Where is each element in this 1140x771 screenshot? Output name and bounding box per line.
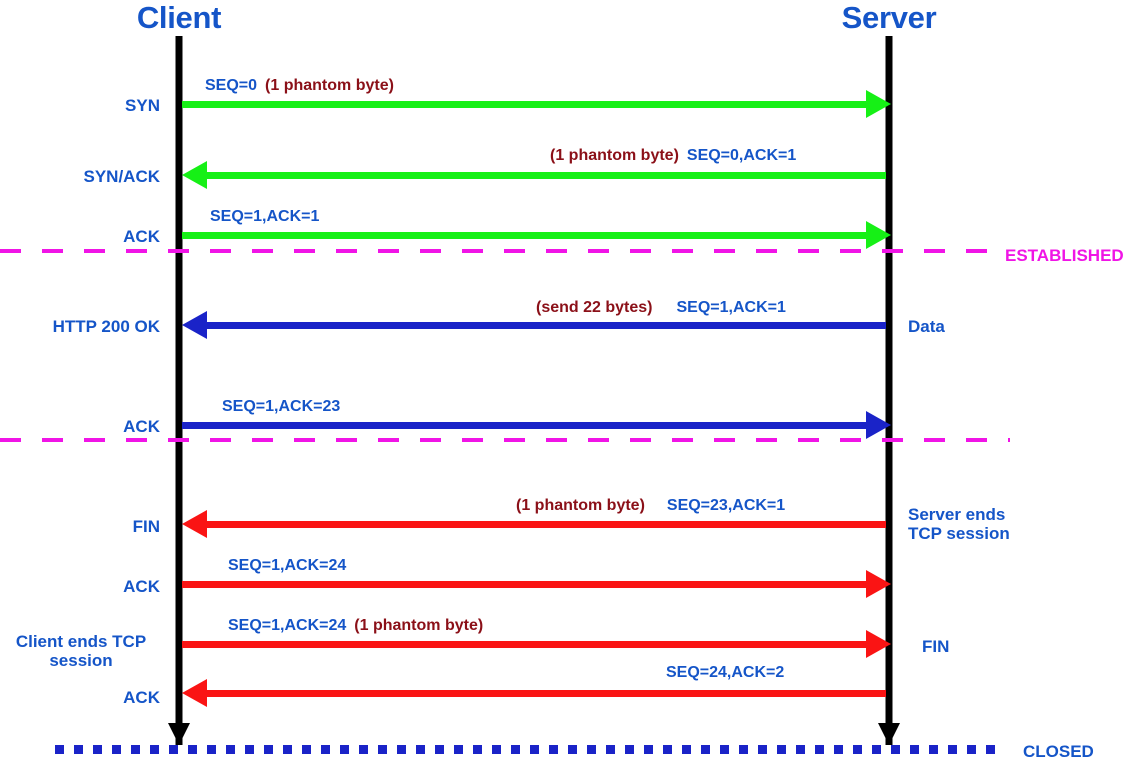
- client-title: Client: [136, 0, 222, 35]
- message-line-fin-client: [182, 641, 868, 648]
- message-right-label-server-ends-tcp-session: Server ends TCP session: [908, 505, 1058, 543]
- phantom-text-http-200-ok: (send 22 bytes): [536, 299, 653, 316]
- server-ends-session-text: Server ends TCP session: [908, 505, 1010, 543]
- message-right-label-fin: FIN: [922, 637, 950, 656]
- state-label-established: ESTABLISHED: [1005, 246, 1124, 265]
- seq-text-ack-data: SEQ=1,ACK=23: [222, 398, 341, 415]
- arrow-head-http-200-ok-icon: [182, 311, 207, 339]
- seq-text-syn: SEQ=0: [205, 77, 258, 94]
- phantom-text-fin-server: (1 phantom byte): [516, 497, 645, 514]
- message-label-fin-server: FIN: [132, 517, 160, 536]
- message-label-ack-data: ACK: [123, 417, 160, 436]
- message-label-ack-fin-server: ACK: [123, 577, 160, 596]
- message-line-http-200-ok: [200, 322, 886, 329]
- seq-text-syn-ack: SEQ=0,ACK=1: [686, 147, 797, 164]
- message-line-ack-fin-client: [200, 690, 886, 697]
- client-lifeline-arrowhead-icon: [168, 723, 190, 745]
- message-line-syn-ack: [200, 172, 886, 179]
- state-separator-closed: [55, 745, 1005, 754]
- seq-text-ack-fin-client: SEQ=24,ACK=2: [666, 664, 785, 681]
- message-annotation-http-200-ok: (send 22 bytes) SEQ=1,ACK=1: [536, 299, 786, 317]
- phantom-text-fin-client: (1 phantom byte): [354, 617, 484, 634]
- arrow-head-fin-server-icon: [182, 510, 207, 538]
- message-label-ack-fin-client: ACK: [123, 688, 160, 707]
- message-line-syn: [182, 101, 868, 108]
- message-label-ack-handshake: ACK: [123, 227, 160, 246]
- message-label-http-200-ok: HTTP 200 OK: [52, 317, 160, 336]
- server-title: Server: [841, 0, 937, 35]
- arrow-head-ack-fin-server-icon: [866, 570, 891, 598]
- seq-text-ack-handshake: SEQ=1,ACK=1: [210, 208, 320, 225]
- message-right-label-data: Data: [908, 317, 945, 336]
- seq-text-fin-client: SEQ=1,ACK=24: [228, 617, 347, 634]
- message-annotation-fin-server: (1 phantom byte) SEQ=23,ACK=1: [516, 497, 785, 515]
- phantom-text-syn: (1 phantom byte): [265, 77, 394, 94]
- message-annotation-syn-ack: (1 phantom byte) SEQ=0,ACK=1: [550, 147, 796, 165]
- seq-text-fin-server: SEQ=23,ACK=1: [666, 497, 786, 514]
- arrow-head-ack-data-icon: [866, 411, 891, 439]
- message-label-syn-ack: SYN/ACK: [83, 167, 160, 186]
- arrow-head-syn-icon: [866, 90, 891, 118]
- client-lifeline: [175, 36, 183, 745]
- arrow-head-syn-ack-icon: [182, 161, 207, 189]
- server-lifeline: [885, 36, 893, 745]
- message-line-fin-server: [200, 521, 886, 528]
- server-lifeline-arrowhead-icon: [878, 723, 900, 745]
- state-label-closed: CLOSED: [1023, 742, 1094, 761]
- message-label-client-ends-tcp-session: Client ends TCP session: [15, 632, 147, 670]
- state-separator-teardown-start: [0, 438, 1010, 442]
- phantom-text-syn-ack: (1 phantom byte): [550, 147, 679, 164]
- message-line-ack-data: [182, 422, 868, 429]
- message-annotation-ack-data: SEQ=1,ACK=23: [222, 398, 340, 416]
- state-separator-established: [0, 249, 1005, 253]
- arrow-head-ack-fin-client-icon: [182, 679, 207, 707]
- message-annotation-ack-handshake: SEQ=1,ACK=1: [210, 208, 319, 226]
- message-annotation-fin-client: SEQ=1,ACK=24 (1 phantom byte): [228, 617, 483, 635]
- seq-text-ack-fin-server: SEQ=1,ACK=24: [228, 557, 347, 574]
- message-line-ack-handshake: [182, 232, 868, 239]
- message-annotation-ack-fin-client: SEQ=24,ACK=2: [666, 664, 784, 682]
- message-annotation-syn: SEQ=0 (1 phantom byte): [205, 77, 394, 95]
- arrow-head-ack-handshake-icon: [866, 221, 891, 249]
- seq-text-http-200-ok: SEQ=1,ACK=1: [676, 299, 786, 316]
- message-label-syn: SYN: [125, 96, 160, 115]
- arrow-head-fin-client-icon: [866, 630, 891, 658]
- message-line-ack-fin-server: [182, 581, 868, 588]
- message-annotation-ack-fin-server: SEQ=1,ACK=24: [228, 557, 346, 575]
